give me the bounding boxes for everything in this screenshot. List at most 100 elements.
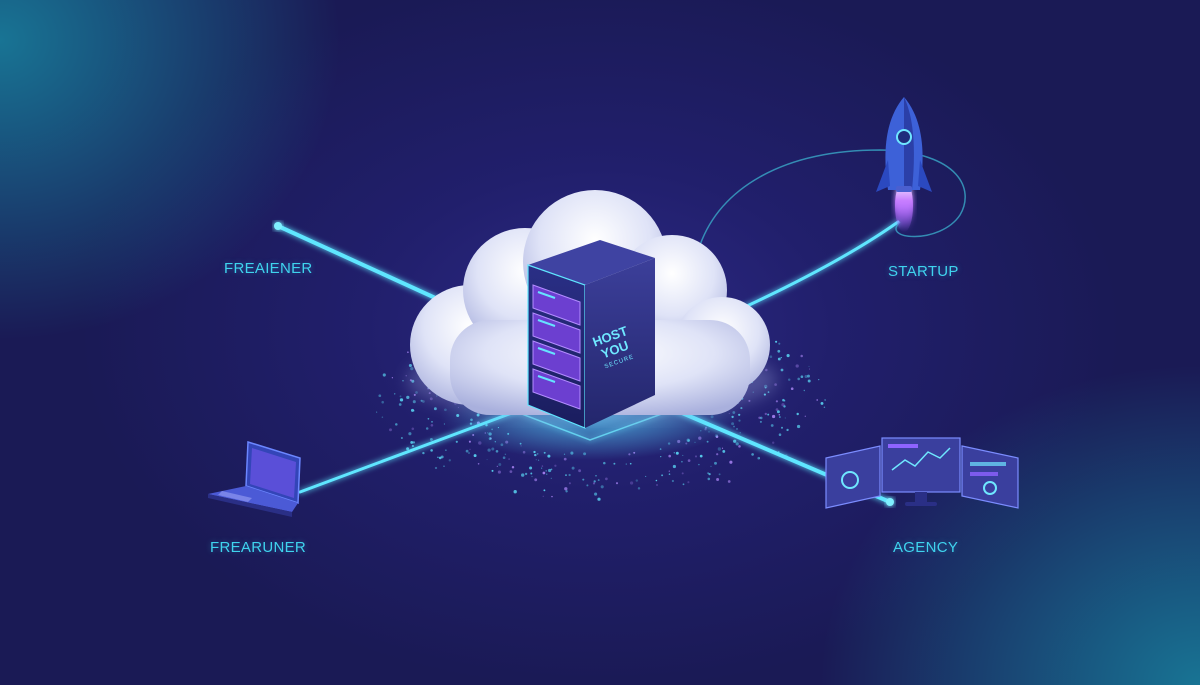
particle [759,420,762,423]
particle [757,456,761,460]
particle [410,440,414,444]
particle [722,449,726,453]
particle [694,455,698,458]
particle [729,460,733,464]
particle [772,441,775,444]
particle [660,455,662,458]
particle [542,495,544,497]
particle [818,378,820,381]
particle [707,472,709,474]
particle [668,473,671,475]
particle [593,480,596,483]
particle [661,474,664,477]
particle [784,417,786,419]
particle [389,428,392,432]
particle [786,428,789,432]
particle [448,459,451,462]
particle [408,432,412,436]
particle [534,478,538,482]
particle [487,448,491,452]
particle [739,432,741,434]
particle [407,351,409,354]
particle [427,417,430,420]
particle [751,453,754,456]
particle [565,474,567,476]
particle [530,472,533,475]
particle [391,377,394,379]
particle [508,458,510,460]
particle [635,479,638,482]
particle [716,453,719,456]
particle [759,416,763,420]
particle [687,459,691,462]
particle [550,477,552,479]
particle [582,478,585,481]
particle [767,413,770,416]
particle [597,497,601,501]
particle [376,411,378,413]
particle [655,479,658,482]
particle [776,410,780,414]
particle [399,395,402,398]
particle [687,481,690,484]
particle [714,461,717,465]
particle [597,479,600,482]
particle [502,456,506,459]
particle [600,485,604,489]
server-icon: HOST YOU SECURE [527,240,655,429]
particle [578,469,582,473]
particle [531,475,533,478]
particle [778,433,782,436]
particle [637,487,641,490]
particle [630,481,634,485]
particle [542,471,546,475]
particle [816,399,819,401]
particle [529,466,533,470]
particle [603,461,606,465]
particle [707,477,711,481]
particle [717,447,722,451]
particle [615,482,619,485]
particle [381,400,384,404]
particle [783,405,786,408]
particle [733,439,737,443]
particle [682,454,684,456]
particle [673,452,675,454]
particle [758,457,760,459]
particle [777,357,781,361]
particle [410,366,414,371]
rocket-icon [876,97,932,232]
particle [425,427,429,430]
particle [543,489,546,492]
particle [496,465,498,468]
particle [682,483,685,486]
particle [411,427,415,431]
particle [491,469,494,472]
particle [535,459,537,461]
particle [406,447,410,451]
particle [568,473,571,477]
particle [672,464,676,469]
particle [790,387,794,391]
particle [468,452,470,454]
particle [541,467,543,469]
particle [395,423,398,426]
particle [513,490,517,494]
particle [405,375,407,377]
particle [430,424,434,427]
particle [758,416,761,420]
particle [586,484,589,487]
particle [807,379,811,383]
laptop-icon [208,440,301,517]
particle [736,427,738,430]
particle [571,466,575,470]
particle [547,468,552,473]
particle [443,465,445,468]
particle [823,406,826,408]
particle [775,408,779,411]
particle [803,389,806,392]
particle [550,468,553,471]
particle [545,470,548,472]
